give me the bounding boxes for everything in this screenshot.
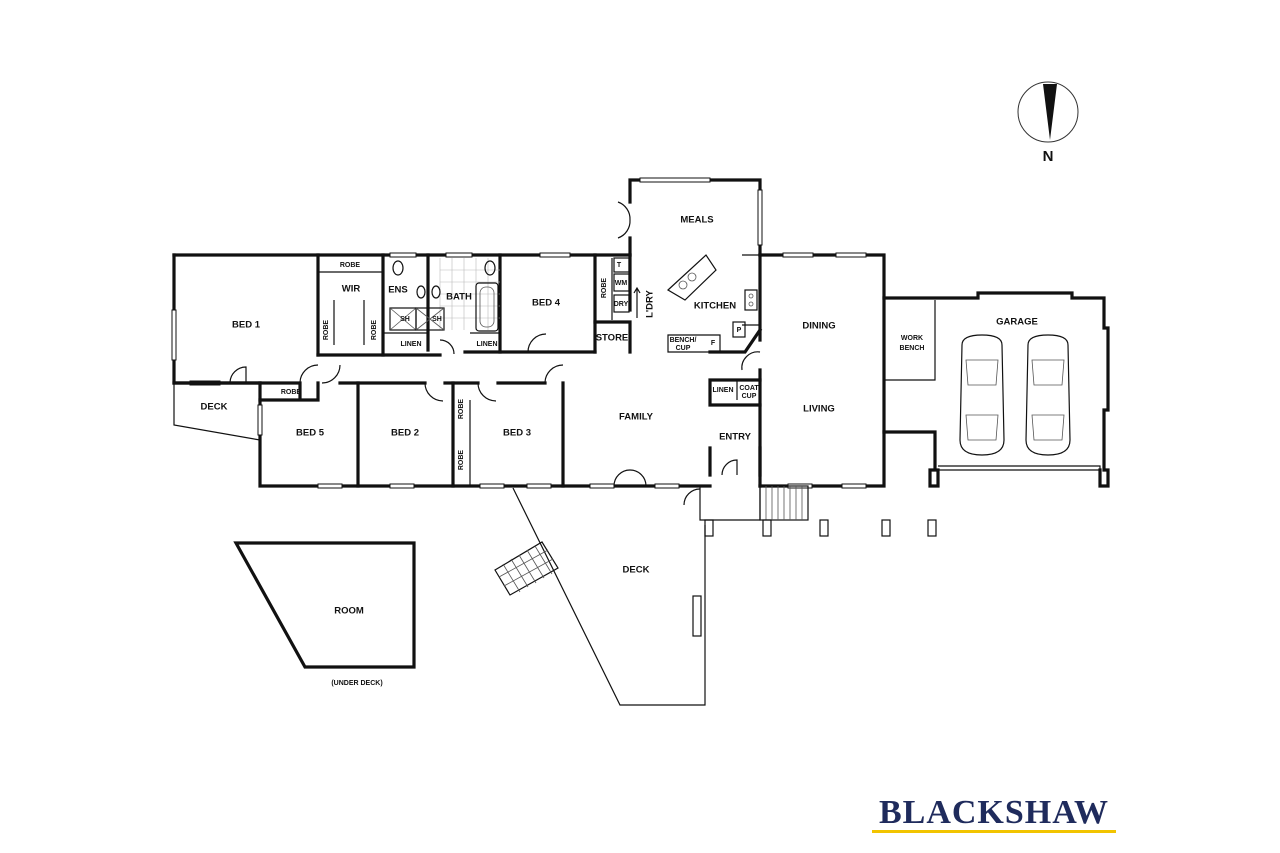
entry-steps (759, 485, 809, 521)
deck-posts (704, 519, 937, 537)
label-linen-bath: LINEN (477, 341, 498, 348)
label-deck-left: DECK (201, 402, 228, 413)
label-bench-cup-1: BENCH/ (670, 337, 697, 344)
label-deck-main: DECK (623, 565, 650, 576)
label-coat-cup-1: COAT (739, 385, 759, 392)
room-labels: BED 1 WIR ENS BATH BED 4 BED 5 BED 2 BED… (201, 215, 1038, 687)
basin-ens2-icon (431, 285, 441, 299)
kitchen-island (666, 254, 758, 338)
bathroom-fixtures (389, 260, 499, 332)
label-ens: ENS (388, 285, 408, 296)
label-sh-bath: SH (432, 316, 442, 323)
label-bed2: BED 2 (391, 428, 419, 439)
label-bath: BATH (446, 292, 472, 303)
label-robe-bed4: ROBE (601, 278, 608, 299)
label-bed5: BED 5 (296, 428, 325, 439)
label-robe-wir-right: ROBE (371, 320, 378, 341)
doors (229, 201, 761, 506)
label-meals: MEALS (680, 215, 713, 226)
label-bed4: BED 4 (532, 298, 561, 309)
label-work-bench-2: BENCH (900, 345, 925, 352)
compass-needle-icon (1043, 84, 1057, 140)
deck-bench (692, 595, 702, 637)
car-left-icon (959, 334, 1005, 456)
toilet-ens-icon (392, 260, 404, 276)
label-linen-entry: LINEN (713, 387, 734, 394)
laundry-fixtures (613, 257, 641, 318)
deck-stairs-icon (494, 541, 559, 596)
label-robe-bed2-top: ROBE (458, 399, 465, 420)
compass-north-label: N (1043, 148, 1054, 165)
car-right-icon (1025, 334, 1071, 456)
label-bed1: BED 1 (232, 320, 261, 331)
label-kitchen: KITCHEN (694, 301, 736, 312)
basin-ens-icon (416, 285, 426, 299)
toilet-bath-icon (484, 260, 496, 276)
label-garage: GARAGE (996, 317, 1038, 328)
label-store: STORE (596, 333, 629, 344)
label-robe-bed5: ROBE (281, 389, 302, 396)
label-bed3: BED 3 (503, 428, 531, 439)
label-robe-wir-left: ROBE (323, 320, 330, 341)
label-under-deck: (UNDER DECK) (331, 680, 382, 687)
bathtub-inner-icon (479, 286, 495, 328)
label-p: P (737, 327, 742, 334)
label-wir: WIR (342, 284, 361, 295)
brand-name: BLACKSHAW (879, 794, 1109, 831)
label-coat-cup-2: CUP (742, 393, 757, 400)
label-robe-bed2-bottom: ROBE (458, 450, 465, 471)
main-deck (494, 487, 706, 706)
garage (882, 291, 1110, 488)
compass-circle (1017, 81, 1079, 143)
label-bench-cup-2: CUP (676, 345, 691, 352)
label-entry: ENTRY (719, 432, 752, 443)
label-room: ROOM (334, 606, 364, 617)
label-dry: DRY (614, 301, 629, 308)
deck-left-outline (173, 383, 261, 441)
sink-icon (678, 280, 688, 290)
label-linen-hall: LINEN (401, 341, 422, 348)
label-work-bench-1: WORK (901, 335, 923, 342)
label-ldry: L'DRY (645, 289, 656, 317)
label-t: T (617, 262, 622, 269)
windows (171, 177, 867, 489)
main-house-walls (172, 178, 886, 521)
label-robe-wir-top: ROBE (340, 262, 361, 269)
fixture-labels: ROBE ROBE ROBE ROBE ROBE ROBE ROBE LINEN… (281, 262, 759, 470)
cooktop-icon (744, 289, 758, 311)
bathtub-icon (475, 282, 499, 332)
label-wm: WM (615, 280, 628, 287)
label-living: LIVING (803, 404, 835, 415)
label-f: F (711, 340, 716, 347)
brand-underline (872, 830, 1116, 833)
label-family: FAMILY (619, 412, 654, 423)
interior-walls (172, 253, 763, 488)
label-sh-ens: SH (400, 316, 410, 323)
room-under-deck-outline (233, 541, 416, 669)
compass: N (1017, 81, 1079, 165)
label-dining: DINING (802, 321, 835, 332)
brand-logo: BLACKSHAW (872, 794, 1116, 833)
shower-bath-icon (415, 307, 445, 331)
